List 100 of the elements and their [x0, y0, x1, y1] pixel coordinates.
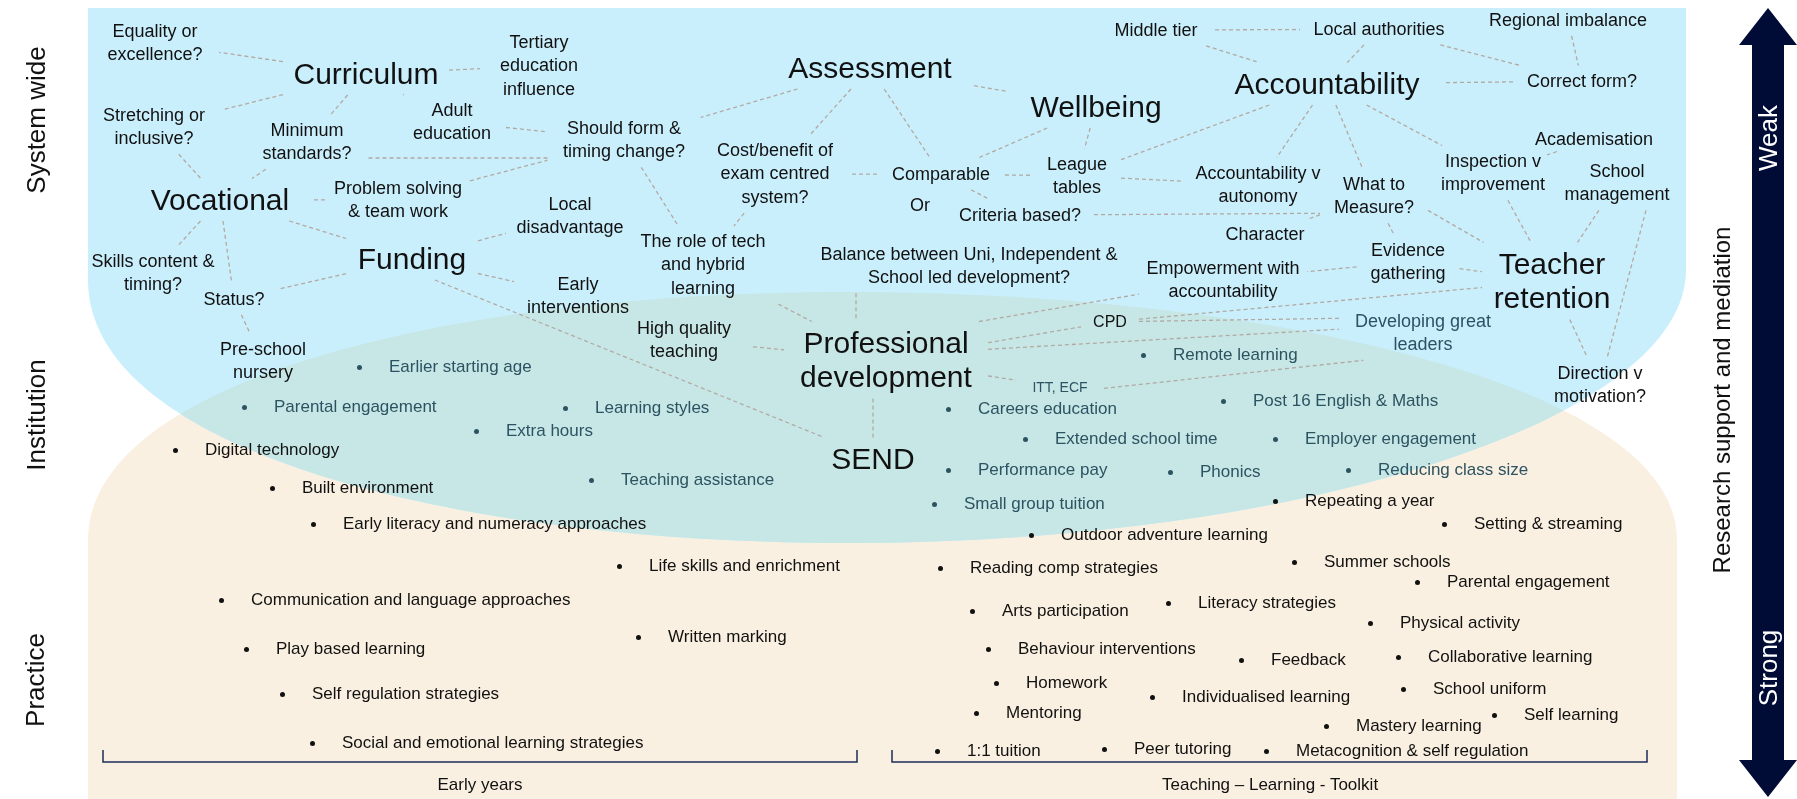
list-item: Outdoor adventure learning: [1061, 525, 1268, 545]
list-item: Setting & streaming: [1474, 514, 1623, 534]
connector-line: [987, 326, 1082, 344]
connector-line: [1365, 104, 1443, 147]
annotation-text: Or: [910, 195, 930, 215]
topic-label: Cost/benefit of exam centred system?: [705, 139, 845, 210]
topic-label: Pre-school nursery: [208, 337, 318, 385]
topic-label: ITT, ECF: [1020, 378, 1100, 397]
theme-heading: Wellbeing: [1011, 89, 1181, 124]
connector-line: [1138, 317, 1340, 323]
topic-label: Status?: [194, 287, 274, 311]
list-item: Life skills and enrichment: [649, 556, 840, 576]
topic-label: Equality or excellence?: [95, 19, 215, 67]
list-item: Repeating a year: [1305, 491, 1435, 511]
list-item: Employer engagement: [1305, 429, 1477, 449]
topic-label: Empowerment with accountability: [1143, 256, 1303, 304]
list-item: Learning styles: [595, 398, 710, 418]
list-item: Reducing class size: [1378, 460, 1529, 480]
connector-line: [987, 328, 1340, 350]
connector-line: [1458, 268, 1483, 273]
topic-label: Problem solving & team work: [330, 176, 466, 224]
connector-line: [477, 232, 507, 242]
list-item: Peer tutoring: [1134, 739, 1232, 759]
list-item: Parental engagement: [274, 397, 437, 417]
list-item: Reading comp strategies: [970, 558, 1159, 578]
connector-line: [1570, 35, 1580, 67]
axis-label: Practice: [19, 633, 50, 727]
topic-label: Comparable: [881, 162, 1001, 186]
connector-line: [699, 88, 799, 119]
connector-line: [1606, 209, 1647, 359]
list-item: Social and emotional learning strategies: [342, 733, 644, 753]
connector-line: [1445, 81, 1514, 84]
list-item: Arts participation: [1002, 601, 1129, 621]
connector-line: [448, 68, 481, 71]
topic-label: Evidence gathering: [1360, 238, 1456, 286]
list-item: Individualised learning: [1182, 687, 1351, 707]
list-item: Built environment: [302, 478, 434, 498]
list-item: Collaborative learning: [1428, 647, 1593, 667]
list-item: Performance pay: [978, 460, 1108, 480]
list-item: Mastery learning: [1356, 716, 1482, 736]
connector-line: [313, 199, 327, 201]
topic-label: Middle tier: [1101, 18, 1211, 42]
list-item: Behaviour interventions: [1018, 639, 1196, 659]
list-item: Play based learning: [276, 639, 426, 659]
theme-heading: Assessment: [770, 50, 970, 85]
topic-label: Minimum standards?: [249, 118, 365, 166]
connector-line: [477, 272, 515, 283]
topic-label: Balance between Uni, Independent & School led development?: [819, 242, 1119, 290]
list-item: Physical activity: [1400, 613, 1520, 633]
axis-label: Institution: [20, 359, 51, 471]
theme-heading: Funding: [350, 241, 474, 276]
connector-line: [1427, 209, 1485, 244]
list-item: Literacy strategies: [1198, 593, 1336, 613]
list-item: Metacognition & self regulation: [1296, 741, 1529, 761]
topic-label: Criteria based?: [950, 203, 1090, 227]
connector-line: [883, 88, 932, 160]
list-item: Early literacy and numeracy approaches: [343, 514, 647, 534]
connector-line: [1387, 222, 1395, 236]
connector-line: [469, 159, 549, 182]
list-item: Digital technology: [205, 440, 340, 460]
connector-line: [367, 157, 549, 159]
connector-line: [1120, 104, 1270, 161]
list-item: Feedback: [1271, 650, 1346, 670]
topic-label: Direction v motivation?: [1547, 361, 1653, 409]
scale-label: Weak: [1753, 105, 1783, 171]
list-item: Teaching assistance: [621, 470, 775, 490]
theme-heading: Accountability: [1212, 66, 1442, 101]
connector-line: [1103, 359, 1365, 389]
topic-label: Academisation: [1529, 127, 1659, 151]
connector-line: [1309, 214, 1321, 220]
connector-line: [222, 93, 284, 111]
connector-line: [1093, 212, 1321, 216]
connector-line: [1120, 177, 1183, 182]
list-item: Careers education: [978, 399, 1117, 419]
topic-label: Regional imbalance: [1483, 8, 1653, 32]
connector-line: [1346, 44, 1365, 64]
list-item: Earlier starting age: [389, 357, 532, 377]
list-item: Written marking: [668, 627, 787, 647]
list-item: Self regulation strategies: [312, 684, 500, 704]
theme-heading: Vocational: [130, 182, 310, 217]
topic-label: Local authorities: [1304, 17, 1454, 41]
connector-line: [733, 212, 745, 227]
topic-label: Character: [1220, 222, 1310, 246]
connector-line: [855, 292, 857, 323]
connector-line: [178, 153, 202, 180]
connector-line: [640, 166, 679, 227]
connector-line: [251, 168, 267, 180]
scale-label: Strong: [1752, 629, 1783, 707]
connector-line: [1507, 199, 1532, 244]
connector-line: [777, 303, 813, 323]
list-item: Communication and language approaches: [251, 590, 571, 610]
axis-label: System wide: [20, 46, 51, 194]
connector-line: [752, 346, 785, 351]
theme-heading: Curriculum: [287, 56, 445, 91]
connector-line: [1306, 266, 1358, 273]
topic-label: Local disadvantage: [510, 192, 630, 240]
connector-line: [973, 85, 1008, 93]
connector-line: [330, 94, 349, 116]
connector-line: [218, 51, 284, 63]
connector-line: [1214, 28, 1301, 31]
